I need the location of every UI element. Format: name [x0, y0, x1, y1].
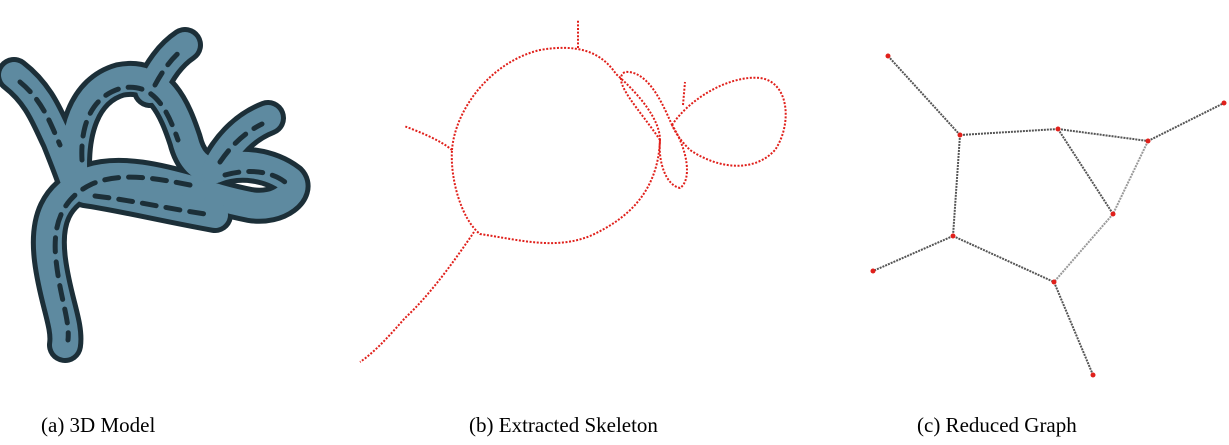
- panel-3d-model: [0, 0, 320, 400]
- caption-extracted-skeleton: (b) Extracted Skeleton: [469, 413, 658, 437]
- panel-extracted-skeleton: [340, 0, 810, 400]
- graph-node: [957, 132, 963, 138]
- graph-node: [1221, 100, 1227, 106]
- graph-node: [1145, 138, 1151, 144]
- graph-node: [885, 53, 891, 59]
- graph-node: [870, 268, 876, 274]
- graph-node: [1051, 279, 1057, 285]
- graph-node: [1090, 372, 1096, 378]
- panel-reduced-graph: [850, 0, 1229, 400]
- caption-reduced-graph: (c) Reduced Graph: [917, 413, 1077, 437]
- reduced-graph-image: [870, 53, 1227, 378]
- graph-node: [1055, 126, 1061, 132]
- graph-node: [1110, 211, 1116, 217]
- vessel-model-image: [0, 27, 311, 363]
- skeleton-image: [359, 20, 787, 363]
- graph-node: [950, 233, 956, 239]
- caption-3d-model: (a) 3D Model: [41, 413, 156, 437]
